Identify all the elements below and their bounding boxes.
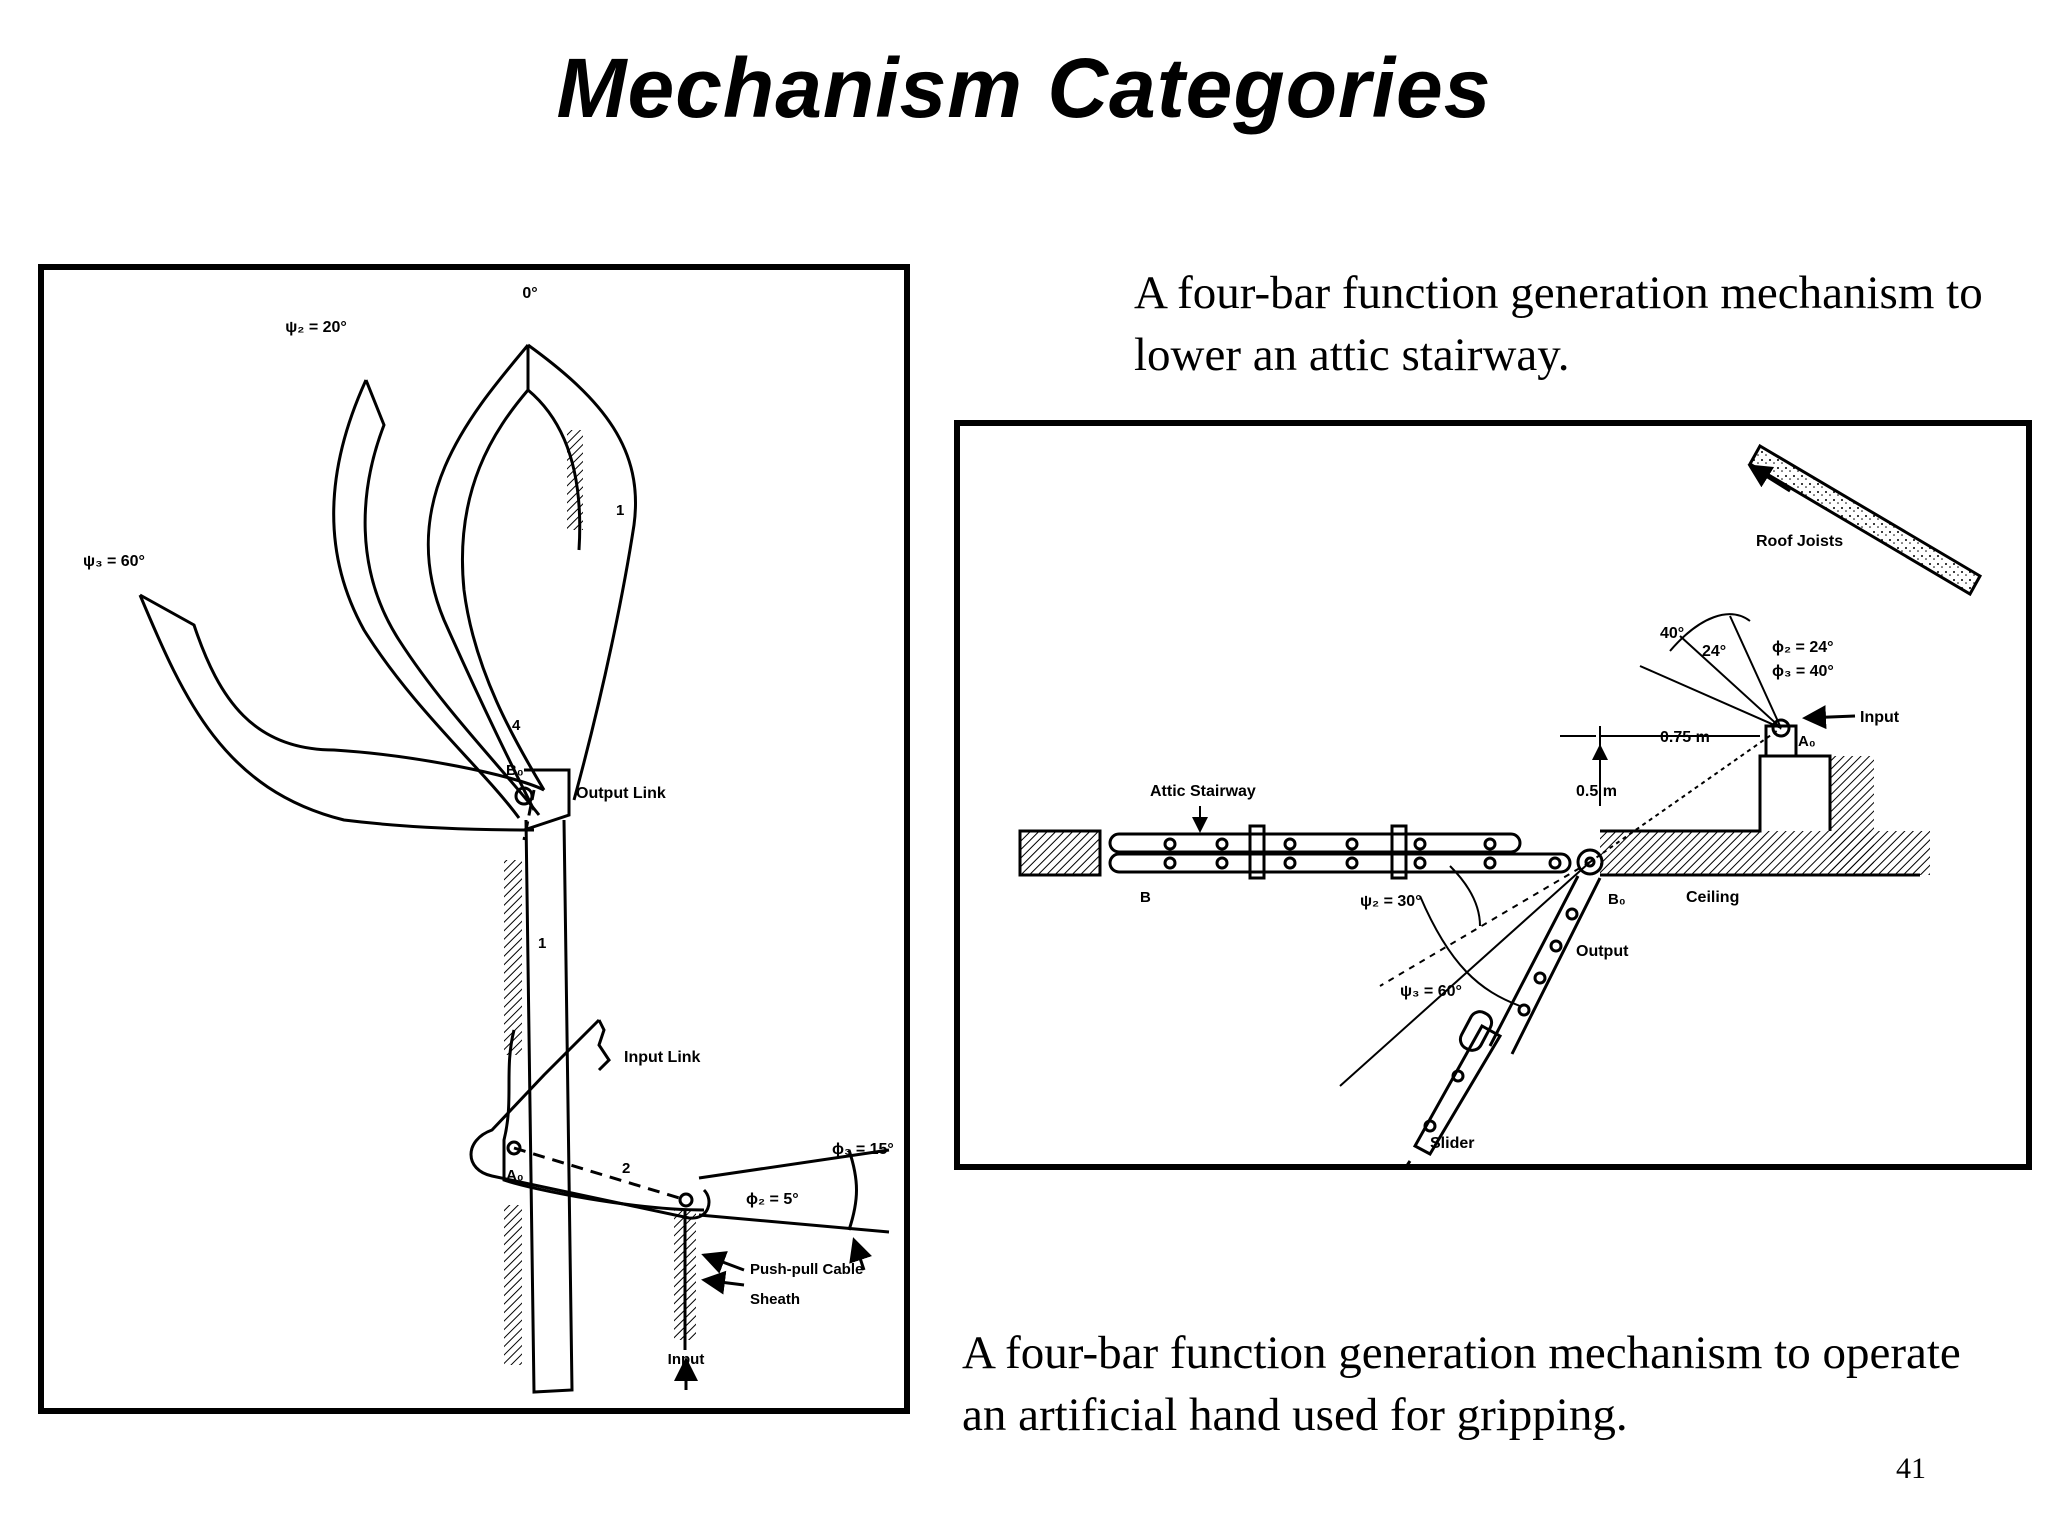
phi2-attic-label: ϕ₂ = 24°: [1772, 639, 1834, 656]
dim-075-label: 0.75 m: [1660, 729, 1710, 746]
link-1-upper-label: 1: [616, 502, 624, 519]
angle-24-label: 24°: [1702, 643, 1726, 660]
phi3-attic-label: ϕ₃ = 40°: [1772, 663, 1834, 680]
b0-label: B₀: [506, 762, 524, 779]
psi3-attic-label: ψ₃ = 60°: [1400, 983, 1462, 1000]
link-1-lower-label: 1: [538, 935, 546, 952]
slider-label: Slider: [1430, 1135, 1474, 1152]
angle-40-label: 40°: [1660, 625, 1684, 642]
psi2-attic-label: ψ₂ = 30°: [1360, 893, 1422, 910]
attic-stairway-figure: Roof Joists 40° 24° ϕ₂ = 24° ϕ₃ = 40° In…: [954, 420, 2032, 1170]
attic-stairway-drawing: Roof Joists 40° 24° ϕ₂ = 24° ϕ₃ = 40° In…: [1018, 443, 1983, 1164]
zero-angle-label: 0°: [522, 285, 537, 302]
psi2-label: ψ₂ = 20°: [285, 319, 347, 336]
attic-caption: A four-bar function generation mechanism…: [1134, 267, 1983, 381]
output-link-label: Output Link: [576, 785, 666, 802]
vertical-bar: [524, 819, 574, 1394]
a0-label: A₀: [506, 1167, 524, 1184]
psi3-label: ψ₃ = 60°: [83, 553, 145, 570]
a0-attic-label: A₀: [1798, 733, 1816, 750]
phi2-label: ϕ₂ = 5°: [746, 1191, 799, 1208]
hand-mechanism-figure: 0° ψ₂ = 20° ψ₃ = 60° 1 4 B₀ Output Link …: [38, 264, 910, 1414]
phi3-label: ϕ₃ = 15°: [832, 1141, 894, 1158]
dim-05-label: 0.5 m: [1576, 783, 1617, 800]
output-label: Output: [1576, 943, 1629, 960]
link-4-label: 4: [512, 717, 521, 734]
hand-mechanism-drawing: 0° ψ₂ = 20° ψ₃ = 60° 1 4 B₀ Output Link …: [83, 285, 894, 1394]
attic-stairway-label: Attic Stairway: [1150, 783, 1256, 800]
link-2-label: 2: [622, 1160, 630, 1177]
b0-attic-label: B₀: [1608, 891, 1626, 908]
input-attic-label: Input: [1860, 709, 1900, 726]
sheath-label: Sheath: [750, 1291, 800, 1308]
push-pull-cable-label: Push-pull Cable: [750, 1261, 863, 1278]
input-label: Input: [668, 1351, 705, 1368]
ceiling-label: Ceiling: [1686, 889, 1739, 906]
page-title: Mechanism Categories: [556, 41, 1492, 135]
b-label: B: [1140, 889, 1151, 906]
hand-caption: A four-bar function generation mechanism…: [962, 1327, 1961, 1441]
input-link-label: Input Link: [624, 1049, 701, 1066]
page-number: 41: [1896, 1452, 1926, 1485]
roof-joists-label: Roof Joists: [1756, 533, 1843, 550]
